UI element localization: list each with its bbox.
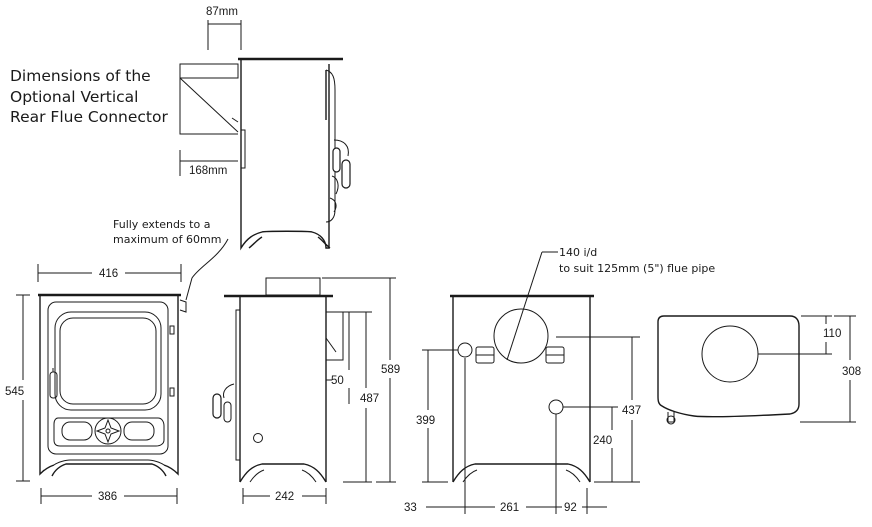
dim-top-308: 308 bbox=[842, 366, 861, 378]
dim-front-416: 416 bbox=[99, 268, 118, 280]
top-view: 110 308 bbox=[657, 315, 861, 425]
caption-line-2: Optional Vertical bbox=[10, 87, 139, 106]
dim-side-589: 589 bbox=[381, 364, 400, 376]
dim-168mm: 168mm bbox=[189, 165, 227, 177]
caption-line-3: Rear Flue Connector bbox=[10, 108, 168, 126]
note-fully-extends-2: maximum of 60mm bbox=[113, 233, 221, 246]
rear-view: 140 i/d to suit 125mm (5") flue pipe 399… bbox=[404, 246, 715, 514]
dim-front-386: 386 bbox=[98, 491, 117, 503]
side-view: 242 50 487 589 bbox=[212, 277, 400, 504]
dim-top-110: 110 bbox=[823, 328, 841, 340]
note-flue-pipe: to suit 125mm (5") flue pipe bbox=[559, 262, 715, 275]
dim-rear-92: 92 bbox=[564, 502, 577, 514]
connector-caption: Dimensions of the Optional Vertical Rear… bbox=[10, 66, 168, 128]
dim-side-50: 50 bbox=[331, 375, 344, 387]
front-view: 416 545 386 bbox=[5, 264, 187, 504]
dim-rear-399: 399 bbox=[416, 415, 435, 427]
note-fully-extends-1: Fully extends to a bbox=[113, 218, 210, 231]
connector-side-view: 87mm 168mm bbox=[179, 6, 351, 251]
caption-line-1: Dimensions of the bbox=[10, 67, 151, 85]
dim-rear-437: 437 bbox=[622, 405, 641, 417]
dim-87mm: 87mm bbox=[206, 6, 238, 18]
dim-side-487: 487 bbox=[360, 393, 379, 405]
dim-rear-33: 33 bbox=[404, 502, 417, 514]
dim-rear-240: 240 bbox=[593, 435, 612, 447]
dim-rear-261: 261 bbox=[500, 502, 519, 514]
dim-side-242: 242 bbox=[275, 491, 294, 503]
dim-front-545: 545 bbox=[5, 386, 24, 398]
note-flue-140: 140 i/d bbox=[559, 246, 597, 259]
